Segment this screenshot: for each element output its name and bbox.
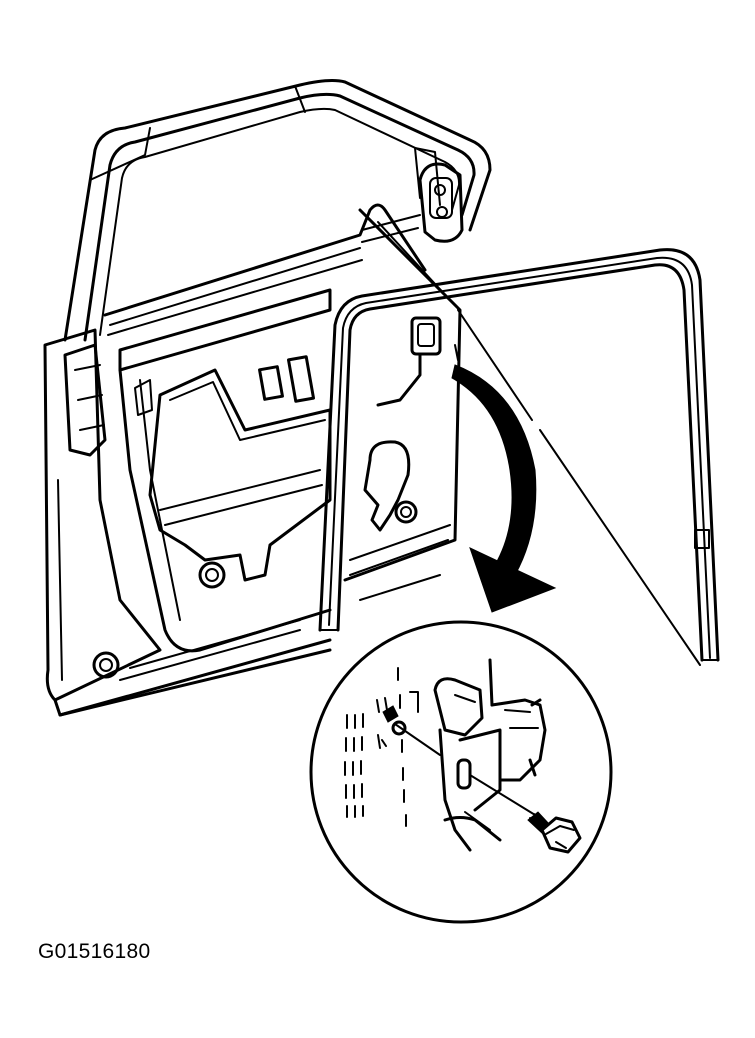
- mirror-mount: [418, 162, 464, 243]
- door-structure-detail: [433, 658, 547, 852]
- detail-callout: [309, 620, 613, 924]
- inner-panel: [118, 288, 332, 653]
- figure-id-label: G01516180: [38, 940, 151, 963]
- retainer-clip: [382, 705, 441, 756]
- bolt-icon: [469, 774, 582, 854]
- weatherstrip-ribs: [344, 667, 419, 827]
- door-hinge-side: [43, 328, 162, 702]
- weatherstrip: [318, 248, 720, 662]
- leader-lines: [457, 309, 701, 666]
- door-shell: [43, 79, 492, 717]
- door-rear-edge: [343, 208, 462, 601]
- detail-arrow-icon: [451, 364, 557, 613]
